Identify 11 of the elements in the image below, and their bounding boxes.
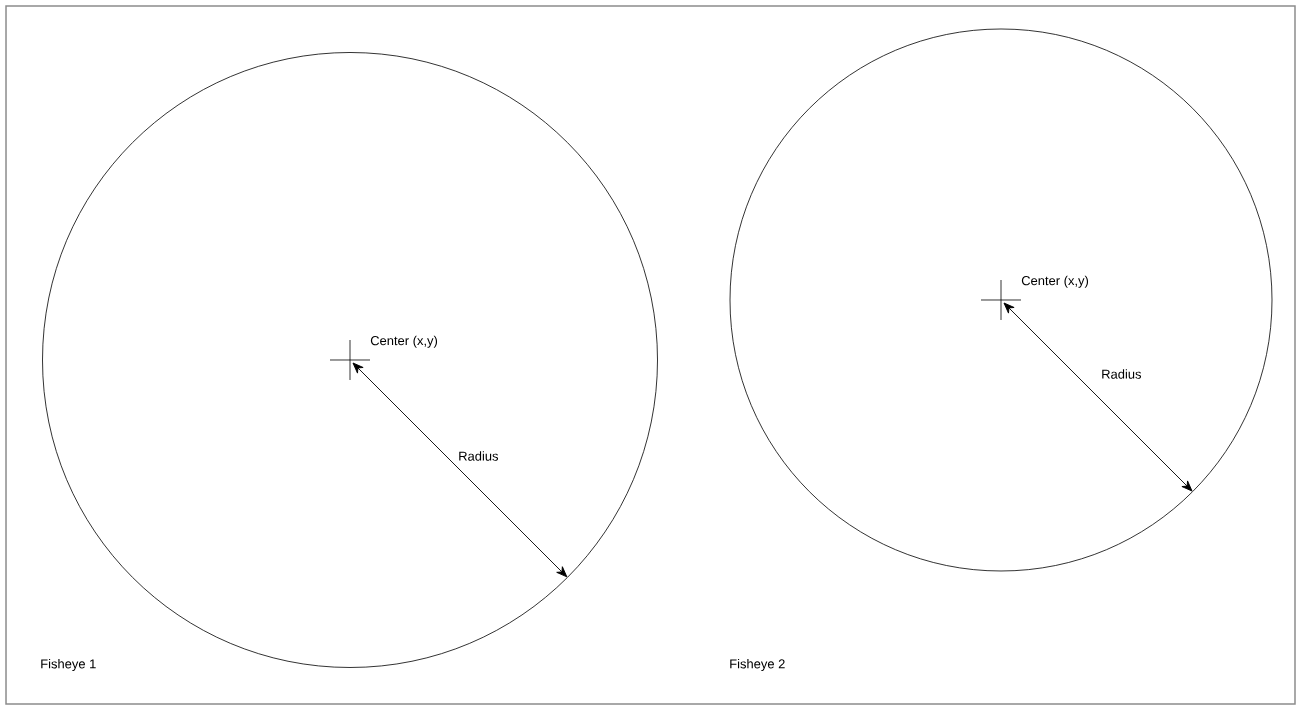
panel-label: Fisheye 2 [730, 658, 785, 672]
radius-arrow [352, 362, 568, 578]
circle [729, 28, 1273, 572]
edge-label: Radius [1102, 369, 1142, 379]
crosshair [981, 280, 1021, 320]
edge-label: Radius [459, 451, 499, 461]
radius-arrow [1003, 302, 1193, 492]
crosshair [330, 340, 370, 380]
center-label: Center (x,y) [370, 335, 438, 348]
center-label: Center (x,y) [1021, 275, 1089, 288]
panel-label: Fisheye 1 [41, 658, 96, 672]
